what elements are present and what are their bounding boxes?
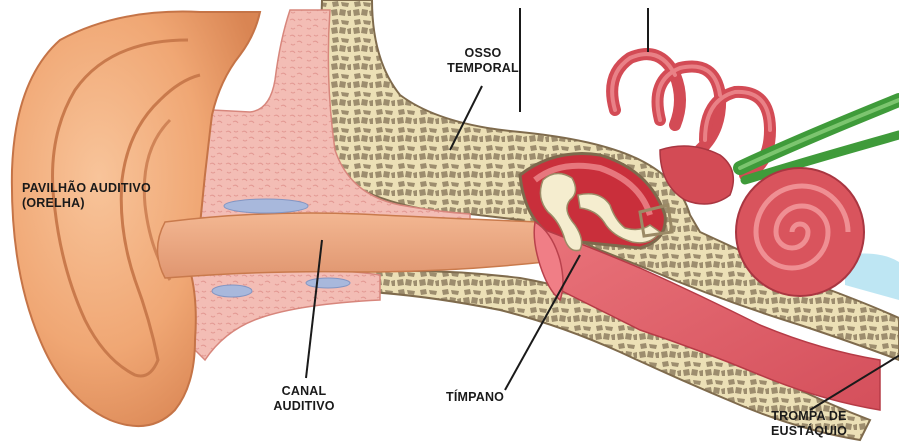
label-timpano: TÍMPANO bbox=[446, 390, 504, 405]
label-line: TÍMPANO bbox=[446, 390, 504, 405]
cartilage-oval bbox=[306, 278, 350, 288]
label-line: OSSO bbox=[440, 46, 526, 61]
label-line: (ORELHA) bbox=[22, 196, 151, 211]
label-pavilhao-auditivo: PAVILHÃO AUDITIVO (ORELHA) bbox=[22, 181, 151, 211]
label-line: TEMPORAL bbox=[440, 61, 526, 76]
label-osso-temporal: OSSO TEMPORAL bbox=[440, 46, 526, 76]
cochlea bbox=[736, 168, 864, 296]
label-line: PAVILHÃO AUDITIVO bbox=[22, 181, 151, 196]
label-canal-auditivo: CANAL AUDITIVO bbox=[254, 384, 354, 414]
cartilage-oval bbox=[224, 199, 308, 213]
label-line: TROMPA DE bbox=[754, 409, 864, 424]
label-line: EUSTÁQUIO bbox=[754, 424, 864, 439]
label-trompa-de-eustaquio: TROMPA DE EUSTÁQUIO bbox=[754, 409, 864, 439]
label-line: CANAL bbox=[254, 384, 354, 399]
cartilage-oval bbox=[212, 285, 252, 297]
label-line: AUDITIVO bbox=[254, 399, 354, 414]
